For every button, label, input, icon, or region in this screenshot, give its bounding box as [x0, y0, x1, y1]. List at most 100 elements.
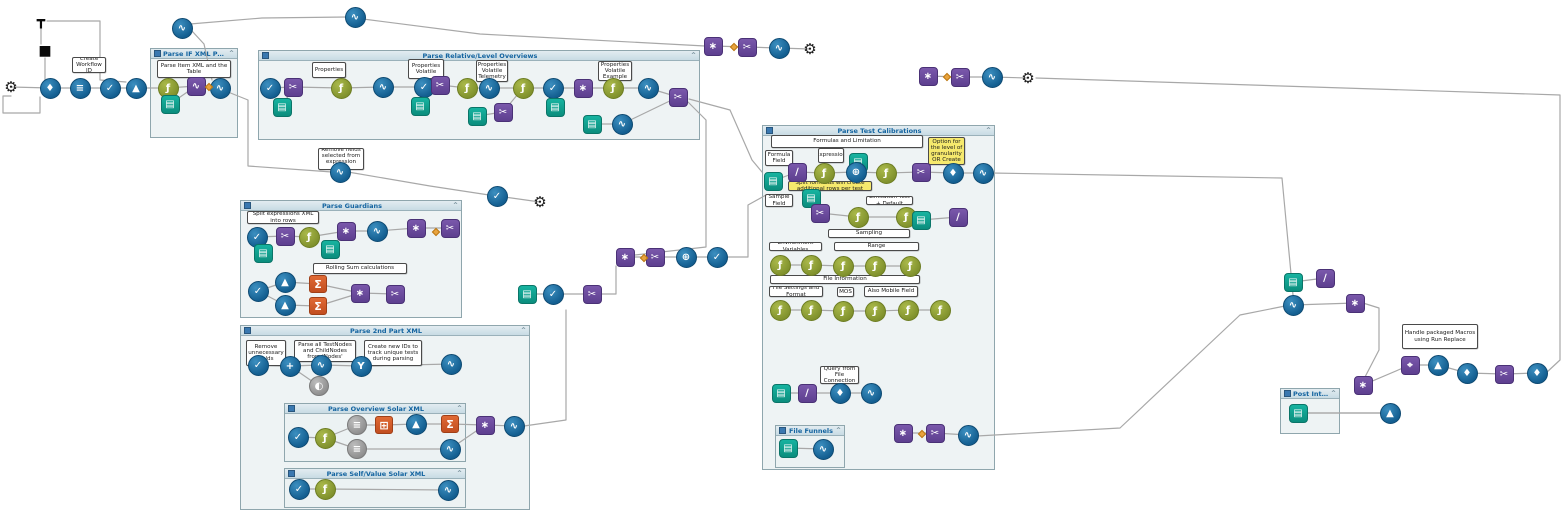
formula-tool-icon[interactable]: ƒ	[602, 77, 624, 99]
formula-tool-icon[interactable]: ƒ	[769, 299, 791, 321]
gray-tool-icon[interactable]: ≡	[347, 415, 367, 435]
input-data-tool-icon[interactable]: ▤	[911, 210, 931, 230]
formula-tool-icon[interactable]: ƒ	[314, 427, 336, 449]
parse-tool-icon[interactable]: ✂	[810, 203, 830, 223]
formula-tool-icon[interactable]: ƒ	[512, 77, 534, 99]
test-tool-icon[interactable]: ♦	[942, 162, 964, 184]
filter-tool-icon[interactable]: ▲	[405, 413, 427, 435]
parse-tool-icon[interactable]: ✂	[385, 284, 405, 304]
crosstab-tool-icon[interactable]: ∗	[406, 218, 426, 238]
container-title-bar[interactable]: Parse Guardians^	[241, 201, 461, 211]
test-tool-icon[interactable]: ♦	[1456, 362, 1478, 384]
input-data-tool-icon[interactable]: ▤	[253, 243, 273, 263]
crosstab-tool-icon[interactable]: ∗	[336, 221, 356, 241]
input-data-tool-icon[interactable]: ▤	[771, 383, 791, 403]
filter-tool-icon[interactable]: ▲	[125, 77, 147, 99]
parse-tool-icon[interactable]: ✂	[430, 75, 450, 95]
macro-output-icon[interactable]: ⚙	[531, 193, 549, 211]
container-title-bar[interactable]: File Funnels^	[776, 426, 844, 436]
parse-tool-icon[interactable]: ✂	[275, 226, 295, 246]
union-tool-icon[interactable]: ∗	[703, 36, 723, 56]
multifield-tool-icon[interactable]: ∕	[797, 383, 817, 403]
summarize-tool-icon[interactable]: Σ	[309, 297, 327, 315]
union-tool-icon[interactable]: ∗	[475, 415, 495, 435]
crosstab-tool-icon[interactable]: ∗	[573, 78, 593, 98]
browse-tool-icon[interactable]: ∿	[440, 353, 462, 375]
multifield-tool-icon[interactable]: ∕	[787, 162, 807, 182]
input-data-tool-icon[interactable]: ▤	[272, 97, 292, 117]
recordid-tool-icon[interactable]: +	[279, 355, 301, 377]
browse-tool-icon[interactable]: ∿	[981, 66, 1003, 88]
filter-tool-icon[interactable]: ▲	[274, 294, 296, 316]
select-tool-icon[interactable]: ✓	[247, 354, 269, 376]
formula-tool-icon[interactable]: ƒ	[800, 299, 822, 321]
macro-output-icon[interactable]: ⚙	[801, 40, 819, 58]
parse-tool-icon[interactable]: ✂	[668, 87, 688, 107]
collapse-icon[interactable]: ^	[835, 427, 841, 434]
browse-tool-icon[interactable]: ∿	[437, 479, 459, 501]
input-data-tool-icon[interactable]: ▤	[320, 239, 340, 259]
tool-container-parse-self-value-solar-xml[interactable]: Parse Self/Value Solar XML^	[284, 468, 466, 508]
select-tool-icon[interactable]: ✓	[247, 280, 269, 302]
parse-tool-icon[interactable]: ✂	[925, 423, 945, 443]
browse-tool-icon[interactable]: ∿	[812, 438, 834, 460]
input-data-tool-icon[interactable]: ▤	[763, 171, 783, 191]
formula-tool-icon[interactable]: ƒ	[875, 162, 897, 184]
formula-tool-icon[interactable]: ƒ	[813, 162, 835, 184]
container-title-bar[interactable]: Parse 2nd Part XML^	[241, 326, 529, 336]
summarize-tool-icon[interactable]: Σ	[309, 275, 327, 293]
crosstab-tool-icon[interactable]: ⊞	[375, 416, 393, 434]
select-tool-icon[interactable]: ✓	[486, 185, 508, 207]
formula-tool-icon[interactable]: ƒ	[864, 255, 886, 277]
parse-tool-icon[interactable]: ✂	[645, 247, 665, 267]
test-tool-icon[interactable]: ♦	[829, 382, 851, 404]
union-tool-icon[interactable]: ∗	[1353, 375, 1373, 395]
input-data-tool-icon[interactable]: ▤	[582, 114, 602, 134]
browse-tool-icon[interactable]: ∿	[611, 113, 633, 135]
prep-tool-icon[interactable]: ⊕	[845, 161, 867, 183]
prep-tool-icon[interactable]: ♦	[39, 77, 61, 99]
macro-output-icon[interactable]: ⚙	[1019, 69, 1037, 87]
formula-tool-icon[interactable]: ƒ	[864, 300, 886, 322]
formula-tool-icon[interactable]: ƒ	[847, 206, 869, 228]
gray-tool-icon[interactable]: ≡	[347, 439, 367, 459]
datetime-tool-icon[interactable]: ◐	[309, 376, 329, 396]
filter-tool-icon[interactable]: ▲	[1427, 354, 1449, 376]
parse-tool-icon[interactable]: ✂	[737, 37, 757, 57]
container-title-bar[interactable]: Post Interactive^	[1281, 389, 1339, 399]
filter-tool-icon[interactable]: ▲	[1379, 402, 1401, 424]
browse-tool-icon[interactable]: ∿	[860, 382, 882, 404]
parse-tool-icon[interactable]: ✂	[911, 162, 931, 182]
container-title-bar[interactable]: Parse IF XML Part^	[151, 49, 237, 59]
parse-tool-icon[interactable]: ∿	[186, 76, 206, 96]
formula-tool-icon[interactable]: ƒ	[832, 300, 854, 322]
formula-tool-icon[interactable]: ƒ	[769, 254, 791, 276]
action-tool-icon[interactable]: ■	[36, 42, 54, 60]
browse-tool-icon[interactable]: ∿	[344, 6, 366, 28]
collapse-icon[interactable]: ^	[985, 127, 991, 134]
browse-tool-icon[interactable]: ∿	[372, 76, 394, 98]
select-tool-icon[interactable]: ✓	[259, 77, 281, 99]
browse-tool-icon[interactable]: ∿	[209, 77, 231, 99]
browse-tool-icon[interactable]: ∿	[171, 17, 193, 39]
container-title-bar[interactable]: Parse Overview Solar XML^	[285, 404, 465, 414]
browse-tool-icon[interactable]: ∿	[768, 37, 790, 59]
collapse-icon[interactable]: ^	[690, 52, 696, 59]
browse-tool-icon[interactable]: ∿	[957, 424, 979, 446]
union-tool-icon[interactable]: ∗	[1345, 293, 1365, 313]
collapse-icon[interactable]: ^	[228, 50, 234, 57]
search-tool-icon[interactable]: ⌖	[1400, 355, 1420, 375]
browse-tool-icon[interactable]: ∿	[310, 354, 332, 376]
join-tool-icon[interactable]: Y	[350, 355, 372, 377]
browse-tool-icon[interactable]: ∿	[972, 162, 994, 184]
formula-tool-icon[interactable]: ƒ	[456, 77, 478, 99]
select-tool-icon[interactable]: ✓	[287, 426, 309, 448]
parse-tool-icon[interactable]: ✂	[950, 67, 970, 87]
formula-tool-icon[interactable]: ƒ	[314, 478, 336, 500]
formula-tool-icon[interactable]: ƒ	[929, 299, 951, 321]
input-data-tool-icon[interactable]: ▤	[778, 438, 798, 458]
parse-tool-icon[interactable]: ✂	[582, 284, 602, 304]
input-data-tool-icon[interactable]: ▤	[160, 94, 180, 114]
collapse-icon[interactable]: ^	[452, 202, 458, 209]
input-data-tool-icon[interactable]: ▤	[467, 106, 487, 126]
